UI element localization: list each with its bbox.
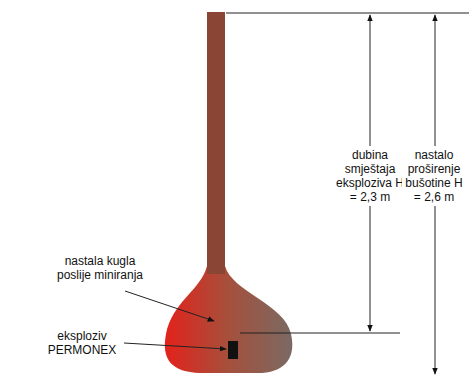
leader-line <box>124 343 226 349</box>
blast-bulb <box>165 266 292 373</box>
dimension-line <box>240 333 400 334</box>
leader-line <box>125 291 214 321</box>
callout-label: eksploziv PERMONEX <box>42 329 122 357</box>
borehole-shaft <box>207 12 225 274</box>
dimension-label: dubina smještaja eksploziva H = 2,3 m <box>334 146 406 206</box>
explosive-charge <box>228 341 238 359</box>
dimension-line <box>226 13 469 14</box>
dimension-label: nastalo proširenje bušotine H = 2,6 m <box>402 146 466 206</box>
callout-label: nastala kugla poslije miniranja <box>48 254 152 282</box>
